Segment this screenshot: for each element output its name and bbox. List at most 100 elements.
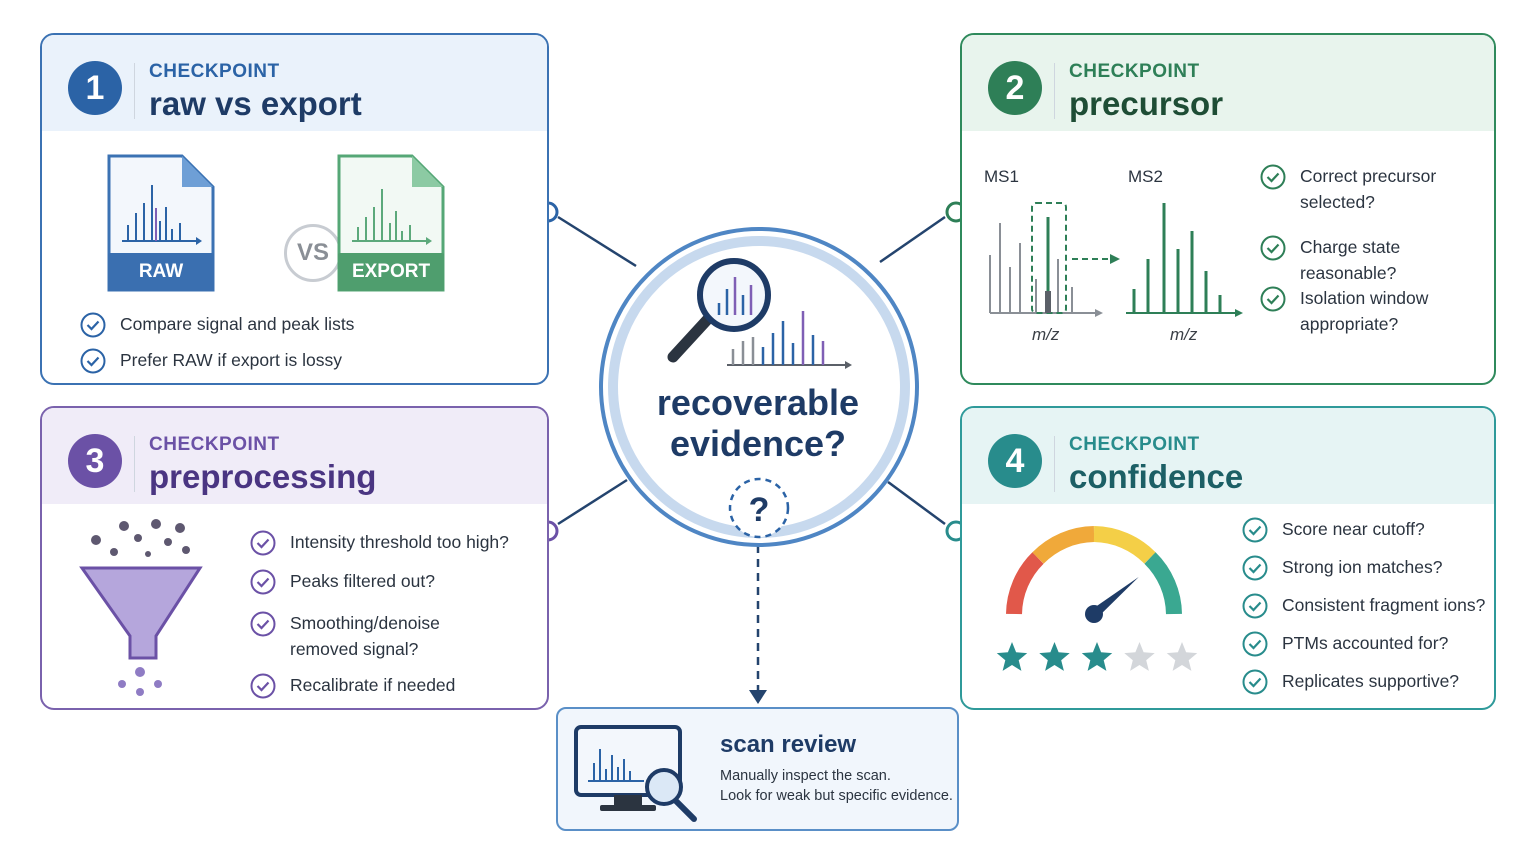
header-divider	[134, 63, 135, 119]
vs-badge: VS	[284, 224, 342, 282]
gauge-icon	[1006, 526, 1182, 623]
check-item: Score near cutoff?	[1242, 516, 1425, 543]
check-text: Prefer RAW if export is lossy	[120, 350, 343, 370]
scan-review-line2: Look for weak but specific evidence.	[720, 788, 953, 804]
star-filled-icon	[1081, 642, 1113, 671]
check-text: PTMs accounted for?	[1282, 633, 1449, 653]
check-text: Score near cutoff?	[1282, 519, 1425, 539]
card-header: 2 CHECKPOINT precursor	[962, 35, 1494, 131]
checkpoint-card-confidence: 4 CHECKPOINT confidence Score near cutof…	[960, 406, 1496, 710]
check-item: Compare signal and peak lists	[80, 311, 354, 338]
ms2-axis-label: m/z	[1170, 325, 1198, 344]
card-kicker: CHECKPOINT	[1069, 61, 1200, 82]
raw-label: RAW	[138, 261, 184, 282]
check-text-cont: removed signal?	[290, 639, 419, 659]
ms-spectra-icon	[989, 202, 1243, 317]
check-text: Compare signal and peak lists	[120, 314, 355, 334]
card-header: 4 CHECKPOINT confidence	[962, 408, 1494, 504]
ms1-axis-label: m/z	[1032, 325, 1060, 344]
check-circle-icon	[80, 312, 106, 338]
header-divider	[134, 436, 135, 492]
step-number-badge: 4	[988, 434, 1042, 488]
card-title: precursor	[1069, 85, 1224, 122]
gauge-hub	[1085, 605, 1103, 623]
hub-title-line1: recoverable	[656, 382, 860, 423]
star-filled-icon	[1039, 642, 1070, 671]
check-text-cont: appropriate?	[1300, 314, 1399, 334]
check-item: Smoothing/denoise removed signal?	[250, 610, 440, 662]
card-title: preprocessing	[149, 458, 377, 495]
check-text: Consistent fragment ions?	[1282, 595, 1486, 615]
central-hub: ?	[599, 227, 919, 547]
step-number-badge: 1	[68, 61, 122, 115]
card-kicker: CHECKPOINT	[1069, 434, 1200, 455]
checkpoint-card-preprocessing: 3 CHECKPOINT preprocessing Intensity thr…	[40, 406, 549, 710]
checkpoint-card-precursor: 2 CHECKPOINT precursor MS1 MS2 m/z m/z	[960, 33, 1496, 385]
question-mark-text: ?	[749, 491, 770, 529]
check-circle-icon	[1242, 669, 1268, 695]
ms2-label: MS2	[1128, 167, 1163, 186]
step-number-badge: 3	[68, 434, 122, 488]
check-circle-icon	[1242, 593, 1268, 619]
check-item: Replicates supportive?	[1242, 668, 1459, 695]
check-item: Intensity threshold too high?	[250, 529, 509, 556]
card-header: 1 CHECKPOINT raw vs export	[42, 35, 547, 131]
check-text: Isolation window	[1300, 288, 1429, 308]
gauge-needle	[1090, 577, 1139, 618]
card-header: 3 CHECKPOINT preprocessing	[42, 408, 547, 504]
check-item: Correct precursor selected?	[1260, 163, 1436, 215]
funnel-icon	[79, 519, 203, 696]
check-item: Consistent fragment ions?	[1242, 592, 1485, 619]
check-text: Recalibrate if needed	[290, 675, 456, 695]
header-divider	[1054, 63, 1055, 119]
monitor-icon	[574, 725, 697, 822]
star-rating	[996, 642, 1198, 671]
export-file-icon	[337, 154, 445, 292]
raw-file-icon	[107, 154, 215, 292]
check-circle-icon	[250, 611, 276, 637]
check-text: Peaks filtered out?	[290, 571, 435, 591]
hub-title-line2: evidence?	[669, 423, 847, 464]
header-divider	[1054, 436, 1055, 492]
check-item: Prefer RAW if export is lossy	[80, 347, 342, 374]
check-text: Smoothing/denoise	[290, 613, 440, 633]
check-circle-icon	[250, 569, 276, 595]
check-circle-icon	[1242, 631, 1268, 657]
checkpoint-card-raw-vs-export: 1 CHECKPOINT raw vs export RAW VS	[40, 33, 549, 385]
scan-review-line1: Manually inspect the scan.	[720, 768, 891, 784]
scan-review-title: scan review	[720, 731, 857, 758]
spectrum-icon	[727, 311, 852, 369]
check-circle-icon	[1242, 517, 1268, 543]
star-empty-icon	[1166, 642, 1198, 671]
check-item: Recalibrate if needed	[250, 672, 455, 699]
check-circle-icon	[80, 348, 106, 374]
check-circle-icon	[1260, 164, 1286, 190]
check-text: Correct precursor	[1300, 166, 1437, 186]
check-circle-icon	[1242, 555, 1268, 581]
export-label: EXPORT	[351, 261, 431, 282]
check-item: Peaks filtered out?	[250, 568, 435, 595]
star-empty-icon	[1124, 642, 1155, 671]
check-text: Intensity threshold too high?	[290, 532, 509, 552]
ms1-label: MS1	[984, 167, 1019, 186]
check-item: Charge state reasonable?	[1260, 234, 1494, 286]
check-circle-icon	[1260, 235, 1286, 261]
check-text: Replicates supportive?	[1282, 671, 1460, 691]
check-circle-icon	[250, 530, 276, 556]
check-item: Strong ion matches?	[1242, 554, 1443, 581]
magnifier-icon	[667, 258, 771, 363]
check-text-cont: selected?	[1300, 192, 1375, 212]
question-mark-icon	[728, 477, 790, 539]
check-text: Charge state reasonable?	[1300, 237, 1401, 283]
card-kicker: CHECKPOINT	[149, 434, 280, 455]
check-text: Strong ion matches?	[1282, 557, 1443, 577]
check-item: PTMs accounted for?	[1242, 630, 1448, 657]
star-filled-icon	[996, 642, 1028, 671]
card-kicker: CHECKPOINT	[149, 61, 280, 82]
check-item: Isolation window appropriate?	[1260, 285, 1428, 337]
check-circle-icon	[250, 673, 276, 699]
card-title: confidence	[1069, 458, 1244, 495]
card-title: raw vs export	[149, 85, 362, 122]
check-circle-icon	[1260, 286, 1286, 312]
scan-review-box: scan review Manually inspect the scan. L…	[556, 707, 959, 831]
